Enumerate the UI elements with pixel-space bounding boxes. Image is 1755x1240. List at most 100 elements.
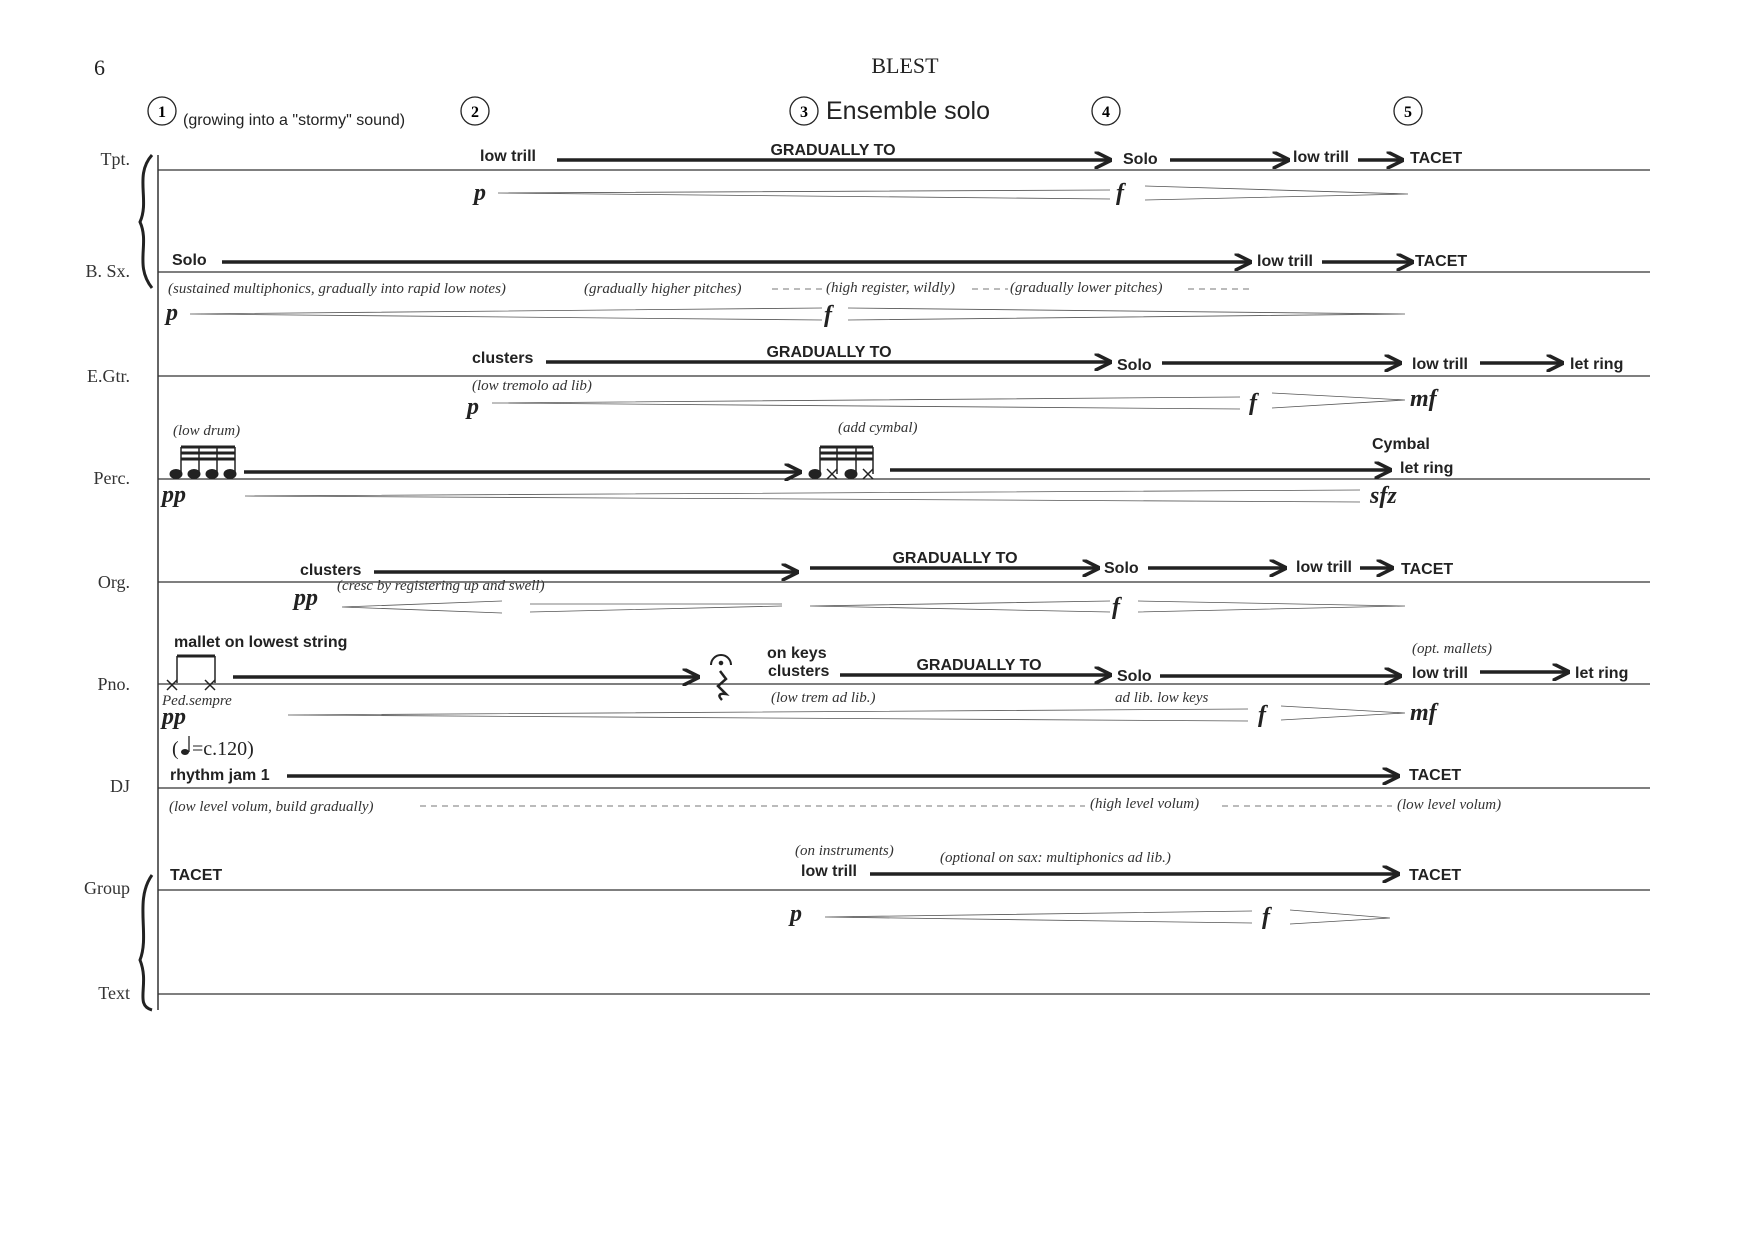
rehearsal-mark-5: 5 bbox=[1393, 96, 1423, 126]
pno-dyn-pp: pp bbox=[160, 704, 186, 730]
pno-dyn-mf: mf bbox=[1410, 700, 1439, 726]
instrument-label-group: Group bbox=[84, 878, 130, 898]
org-low-trill: low trill bbox=[1296, 559, 1352, 576]
instrument-label-tpt: Tpt. bbox=[101, 149, 131, 169]
page-title: BLEST bbox=[871, 53, 939, 78]
page-number: 6 bbox=[94, 55, 105, 80]
dj-note-1: (low level volum, build gradually) bbox=[169, 799, 374, 815]
pno-low-trill: low trill bbox=[1412, 665, 1468, 682]
rehearsal-mark-4: 4 bbox=[1091, 96, 1121, 126]
egtr-low-trill: low trill bbox=[1412, 356, 1468, 373]
pno-solo: Solo bbox=[1117, 668, 1152, 685]
group-dyn-f: f bbox=[1262, 904, 1272, 930]
group-part: TACET (on instruments) low trill (option… bbox=[170, 843, 1461, 930]
tpt-low-trill: low trill bbox=[480, 148, 536, 165]
dj-note-2: (high level volum) bbox=[1090, 796, 1199, 812]
pno-let-ring: let ring bbox=[1575, 665, 1628, 682]
perc-dyn-sfz: sfz bbox=[1369, 483, 1397, 509]
group-tacet-2: TACET bbox=[1409, 867, 1461, 884]
brace-group-text bbox=[138, 874, 154, 1012]
pno-mallet-notes bbox=[166, 654, 216, 691]
perc-cymbal-notes bbox=[808, 445, 874, 480]
quarter-note-icon bbox=[181, 749, 189, 755]
rehearsal-mark-1: 1 (growing into a "stormy" sound) bbox=[147, 96, 405, 129]
tpt-gradually: GRADUALLY TO bbox=[770, 142, 895, 159]
perc-drum-notes bbox=[169, 445, 237, 479]
group-low-trill: low trill bbox=[801, 863, 857, 880]
pno-dyn-f: f bbox=[1258, 702, 1268, 728]
instrument-label-dj: DJ bbox=[110, 776, 130, 796]
org-gradually: GRADUALLY TO bbox=[892, 550, 1017, 567]
svg-text:1: 1 bbox=[158, 104, 166, 121]
egtr-gradually: GRADUALLY TO bbox=[766, 344, 891, 361]
instrument-label-text: Text bbox=[98, 983, 130, 1003]
egtr-clusters: clusters bbox=[472, 350, 533, 367]
perc-note-1: (low drum) bbox=[173, 423, 240, 439]
egtr-note-1: (low tremolo ad lib) bbox=[472, 378, 592, 394]
tpt-low-trill-2: low trill bbox=[1293, 149, 1349, 166]
instrument-label-pno: Pno. bbox=[97, 674, 130, 694]
instrument-label-bsx: B. Sx. bbox=[85, 261, 130, 281]
bsx-low-trill: low trill bbox=[1257, 253, 1313, 270]
group-note-1: (on instruments) bbox=[795, 843, 894, 859]
org-clusters: clusters bbox=[300, 562, 361, 579]
org-dyn-f: f bbox=[1112, 594, 1122, 620]
instrument-label-org: Org. bbox=[98, 572, 130, 592]
svg-text:5: 5 bbox=[1404, 104, 1412, 121]
dj-rhythm-jam: rhythm jam 1 bbox=[170, 767, 270, 784]
tpt-dyn-p: p bbox=[472, 180, 486, 206]
bsx-dyn-p: p bbox=[164, 300, 178, 326]
group-note-2: (optional on sax: multiphonics ad lib.) bbox=[940, 850, 1171, 866]
bsx-note-2: (gradually higher pitches) bbox=[584, 281, 741, 297]
svg-text:3: 3 bbox=[800, 104, 808, 121]
egtr-solo: Solo bbox=[1117, 357, 1152, 374]
pno-mallet: mallet on lowest string bbox=[174, 634, 347, 651]
bsx-note-3: (high register, wildly) bbox=[826, 280, 955, 296]
rehearsal-1-text: (growing into a "stormy" sound) bbox=[183, 112, 405, 129]
group-tacet-1: TACET bbox=[170, 867, 222, 884]
org-part: clusters GRADUALLY TO Solo low trill TAC… bbox=[292, 550, 1453, 620]
instrument-label-egtr: E.Gtr. bbox=[87, 366, 130, 386]
pno-on-keys: on keys bbox=[767, 645, 827, 662]
pno-note-2: ad lib. low keys bbox=[1115, 690, 1208, 706]
perc-cymbal: Cymbal bbox=[1372, 436, 1430, 453]
tpt-dyn-f: f bbox=[1116, 180, 1126, 206]
org-note-1: (cresc by registering up and swell) bbox=[337, 578, 545, 594]
bsx-solo: Solo bbox=[172, 252, 207, 269]
svg-text:(: ( bbox=[172, 738, 179, 760]
perc-note-2: (add cymbal) bbox=[838, 420, 918, 436]
org-tacet: TACET bbox=[1401, 561, 1453, 578]
bsx-note-1: (sustained multiphonics, gradually into … bbox=[168, 281, 506, 297]
egtr-dyn-f: f bbox=[1249, 390, 1259, 416]
tpt-part: low trill GRADUALLY TO Solo low trill TA… bbox=[472, 142, 1462, 206]
pno-opt-mallets: (opt. mallets) bbox=[1412, 641, 1492, 657]
rehearsal-3-text: Ensemble solo bbox=[826, 97, 990, 125]
instrument-label-perc: Perc. bbox=[94, 468, 130, 488]
egtr-part: clusters GRADUALLY TO Solo low trill let… bbox=[465, 344, 1623, 420]
tpt-tacet: TACET bbox=[1410, 150, 1462, 167]
perc-let-ring: let ring bbox=[1400, 460, 1453, 477]
dj-tacet: TACET bbox=[1409, 767, 1461, 784]
dj-note-3: (low level volum) bbox=[1397, 797, 1501, 813]
dj-part: ( =c.120) rhythm jam 1 TACET (low level … bbox=[169, 736, 1501, 815]
bsx-dyn-f: f bbox=[824, 302, 834, 328]
bsx-note-4: (gradually lower pitches) bbox=[1010, 280, 1162, 296]
rehearsal-mark-2: 2 bbox=[460, 96, 490, 126]
svg-text:2: 2 bbox=[471, 104, 479, 121]
pno-gradually: GRADUALLY TO bbox=[916, 657, 1041, 674]
rehearsal-mark-3: 3 Ensemble solo bbox=[789, 96, 990, 126]
group-dyn-p: p bbox=[788, 901, 802, 927]
fermata-rest bbox=[710, 654, 732, 701]
egtr-dyn-mf: mf bbox=[1410, 386, 1439, 412]
tpt-solo: Solo bbox=[1123, 151, 1158, 168]
brace-tpt-bsx bbox=[138, 153, 154, 289]
egtr-dyn-p: p bbox=[465, 394, 479, 420]
pno-ped: Ped.sempre bbox=[161, 693, 232, 709]
org-solo: Solo bbox=[1104, 560, 1139, 577]
perc-dyn-pp: pp bbox=[160, 482, 186, 508]
org-dyn-pp: pp bbox=[292, 585, 318, 611]
svg-text:4: 4 bbox=[1102, 104, 1110, 121]
perc-part: (low drum) (add cymbal) bbox=[160, 420, 1453, 509]
bsx-part: Solo low trill TACET (sustained multipho… bbox=[164, 252, 1467, 328]
